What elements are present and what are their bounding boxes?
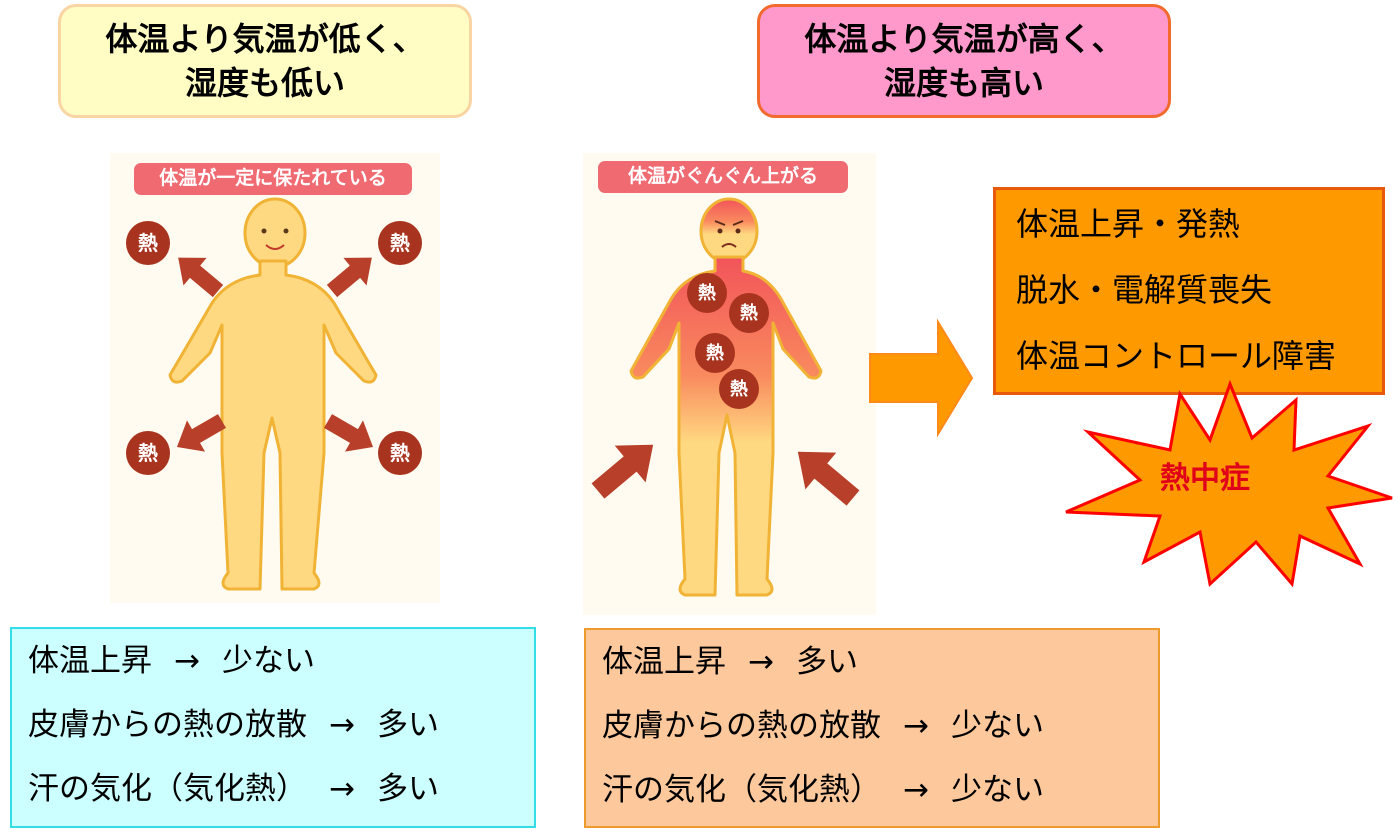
heated-body-figure: 体温がぐんぐん上がる (583, 153, 876, 615)
summary-row: 皮膚からの熱の放散 → 少ない (602, 706, 1158, 770)
heat-circle (126, 431, 170, 475)
heat-label: 熱 (740, 302, 758, 324)
heat-label: 熱 (138, 441, 158, 465)
effect-item: 体温上昇・発熱 (1016, 205, 1241, 243)
summary-item: 汗の気化（気化熱） (28, 771, 307, 807)
heat-circle (378, 431, 422, 475)
high-condition-summary: 体温上昇 → 多い 皮膚からの熱の放散 → 少ない 汗の気化（気化熱） → 少ない (584, 628, 1160, 828)
summary-row: 汗の気化（気化熱） → 少ない (602, 770, 1158, 834)
summary-row: 体温上昇 → 少ない (28, 641, 534, 705)
heat-circle (719, 369, 759, 409)
heat-circle (126, 221, 170, 265)
summary-item: 体温上昇 (28, 643, 152, 679)
effect-item: 脱水・電解質喪失 (1016, 271, 1273, 309)
heat-circle (695, 333, 735, 373)
summary-value: 多い (376, 707, 439, 743)
summary-arrow: → (174, 643, 200, 679)
condition-low-line1: 体温より気温が低く、 (105, 20, 425, 58)
summary-item: 皮膚からの熱の放散 (28, 707, 307, 743)
heat-label: 熱 (730, 378, 748, 400)
summary-arrow: → (748, 644, 774, 680)
summary-row: 皮膚からの熱の放散 → 多い (28, 705, 534, 769)
heat-circle (378, 221, 422, 265)
heat-label: 熱 (390, 441, 410, 465)
summary-value: 少ない (950, 772, 1044, 808)
summary-item: 皮膚からの熱の放散 (602, 708, 881, 744)
normal-body-figure: 体温が一定に保たれている 熱 (110, 153, 440, 603)
heat-label: 熱 (138, 231, 158, 255)
heatstroke-label: 熱中症 (1160, 461, 1250, 496)
summary-item: 体温上昇 (602, 644, 726, 680)
heat-circle (729, 293, 769, 333)
heat-label: 熱 (390, 231, 410, 255)
heat-circle (687, 273, 727, 313)
heatstroke-burst-icon (1065, 380, 1393, 588)
figure-tag-stable: 体温が一定に保たれている (134, 163, 412, 195)
condition-high-line1: 体温より気温が高く、 (804, 20, 1124, 58)
body-figure-illustration: 熱 熱 熱 熱 (591, 197, 860, 597)
summary-arrow: → (903, 772, 929, 808)
summary-row: 体温上昇 → 多い (602, 642, 1158, 706)
summary-value: 少ない (221, 643, 315, 679)
summary-row: 汗の気化（気化熱） → 多い (28, 769, 534, 833)
low-condition-summary: 体温上昇 → 少ない 皮膚からの熱の放散 → 多い 汗の気化（気化熱） → 多い (10, 627, 536, 828)
figure-tag-rising: 体温がぐんぐん上がる (598, 161, 848, 193)
summary-item: 汗の気化（気化熱） (602, 772, 881, 808)
condition-low-line2: 湿度も低い (184, 64, 345, 102)
heat-label: 熱 (698, 282, 716, 304)
summary-arrow: → (329, 771, 355, 807)
body-figure-illustration: 熱 熱 熱 熱 (126, 197, 422, 591)
heat-label: 熱 (706, 342, 724, 364)
summary-value: 多い (795, 644, 858, 680)
summary-value: 少ない (950, 708, 1044, 744)
condition-low-box: 体温より気温が低く、 湿度も低い (58, 4, 472, 118)
effects-box: 体温上昇・発熱 脱水・電解質喪失 体温コントロール障害 (993, 187, 1385, 395)
condition-high-line2: 湿度も高い (883, 64, 1044, 102)
summary-arrow: → (903, 708, 929, 744)
flow-arrow-icon (869, 318, 974, 438)
summary-arrow: → (329, 707, 355, 743)
effect-item: 体温コントロール障害 (1016, 337, 1337, 375)
summary-value: 多い (376, 771, 439, 807)
condition-high-box: 体温より気温が高く、 湿度も高い (757, 4, 1171, 118)
